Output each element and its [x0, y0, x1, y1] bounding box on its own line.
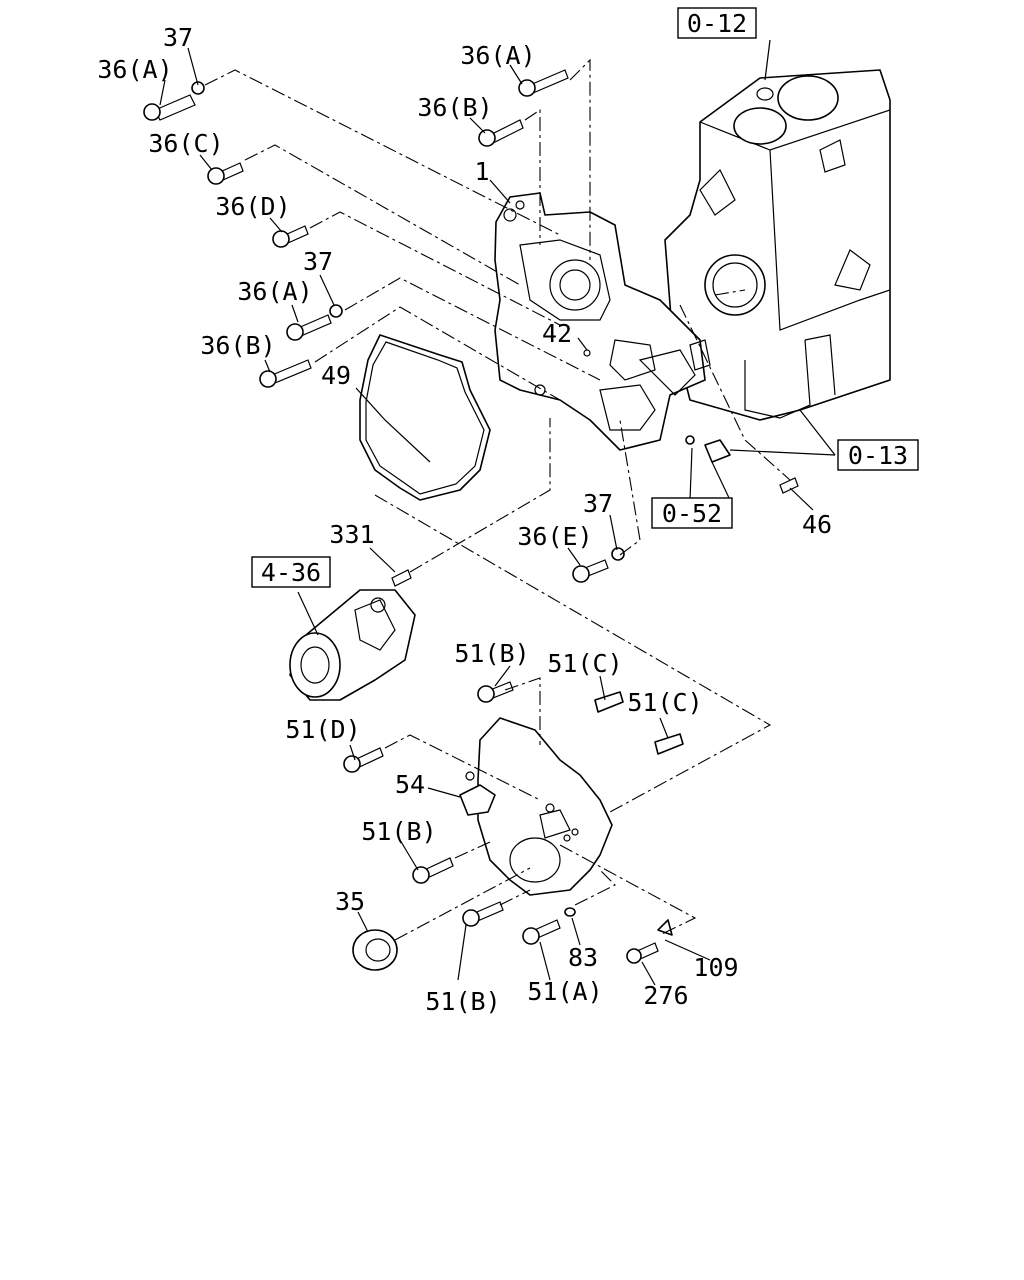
label-1: 1	[474, 157, 489, 186]
label-54: 54	[395, 770, 425, 799]
label-42: 42	[542, 319, 572, 348]
cover-plate	[465, 717, 613, 896]
part-labels: 37 36(A) 36(A) 36(B) 36(C) 1 36(D) 37 36…	[97, 23, 832, 1016]
ref-0-52-text: 0-52	[662, 499, 722, 528]
label-35: 35	[335, 887, 365, 916]
ref-box-0-52: 0-52	[651, 497, 733, 529]
ref-4-36-text: 4-36	[261, 558, 321, 587]
ref-0-12-text: 0-12	[687, 9, 747, 38]
label-36b-top: 36(B)	[417, 93, 492, 122]
pump-assembly	[289, 589, 416, 701]
label-49: 49	[321, 361, 351, 390]
ref-0-13-text: 0-13	[848, 441, 908, 470]
label-36c: 36(C)	[148, 129, 223, 158]
label-51b-bot: 51(B)	[425, 987, 500, 1016]
label-51b-mid: 51(B)	[361, 817, 436, 846]
label-36a-top-left: 36(A)	[97, 55, 172, 84]
label-83: 83	[568, 943, 598, 972]
gasket	[359, 334, 491, 501]
label-276: 276	[643, 981, 688, 1010]
label-36a-top-mid: 36(A)	[460, 41, 535, 70]
label-51a: 51(A)	[527, 977, 602, 1006]
reference-lines	[204, 58, 791, 941]
label-36d: 36(D)	[215, 192, 290, 221]
ref-box-0-13: 0-13	[837, 439, 919, 471]
label-51d: 51(D)	[285, 715, 360, 744]
label-109: 109	[693, 953, 738, 982]
label-36a-mid: 36(A)	[237, 277, 312, 306]
label-46: 46	[802, 510, 832, 539]
label-36b-mid: 36(B)	[200, 331, 275, 360]
ref-box-0-12: 0-12	[677, 7, 757, 39]
label-331: 331	[329, 520, 374, 549]
label-37-low: 37	[583, 489, 613, 518]
flywheel-housing	[494, 192, 711, 451]
label-37-top: 37	[163, 23, 193, 52]
label-51c-mid: 51(C)	[627, 688, 702, 717]
label-51b-top: 51(B)	[454, 639, 529, 668]
engine-block	[664, 69, 891, 421]
oil-seal	[352, 929, 398, 971]
label-37-mid: 37	[303, 247, 333, 276]
bolts	[143, 69, 799, 964]
label-36e: 36(E)	[517, 522, 592, 551]
leader-lines	[159, 39, 836, 986]
ref-box-4-36: 4-36	[251, 556, 331, 588]
label-51c-top: 51(C)	[547, 649, 622, 678]
cap	[459, 784, 496, 816]
